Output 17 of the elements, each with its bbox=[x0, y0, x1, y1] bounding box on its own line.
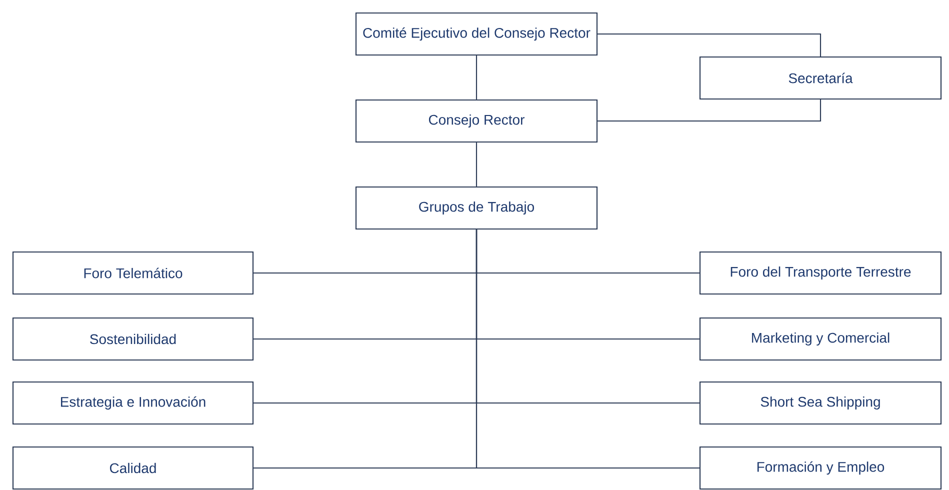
org-box: Formación y Empleo bbox=[699, 446, 942, 490]
org-box: Sostenibilidad bbox=[12, 317, 254, 361]
org-box: Marketing y Comercial bbox=[699, 317, 942, 361]
org-box: Short Sea Shipping bbox=[699, 381, 942, 425]
org-box: Foro del Transporte Terrestre bbox=[699, 251, 942, 295]
org-box: Estrategia e Innovación bbox=[12, 381, 254, 425]
org-box: Consejo Rector bbox=[355, 99, 598, 143]
org-box: Secretaría bbox=[699, 56, 942, 100]
org-box: Grupos de Trabajo bbox=[355, 186, 598, 230]
org-box: Calidad bbox=[12, 446, 254, 490]
org-box: Comité Ejecutivo del Consejo Rector bbox=[355, 12, 598, 56]
connector-line bbox=[598, 33, 822, 56]
connector-line bbox=[598, 100, 822, 122]
connector-line bbox=[476, 230, 700, 469]
connector-line bbox=[476, 142, 478, 186]
org-box: Foro Telemático bbox=[12, 251, 254, 295]
connector-line bbox=[476, 56, 478, 100]
